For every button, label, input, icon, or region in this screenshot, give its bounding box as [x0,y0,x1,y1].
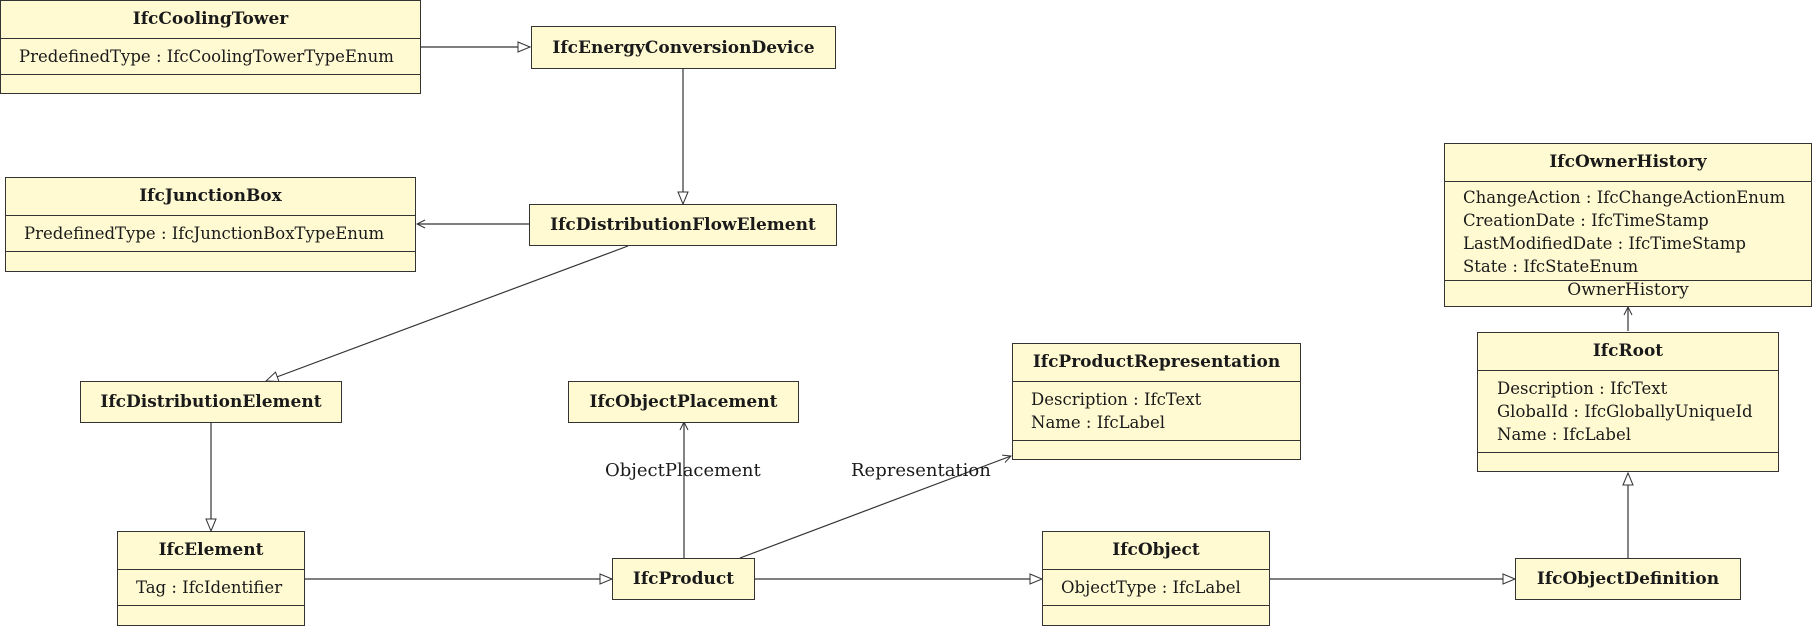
class-name: IfcDistributionElement [100,392,322,412]
association-representation [739,456,1011,559]
attribute: Name : IfcLabel [1497,425,1631,444]
class-operations [1,74,420,93]
class-ifcownerhistory: IfcOwnerHistory ChangeAction : IfcChange… [1444,143,1812,307]
attribute: CreationDate : IfcTimeStamp [1463,211,1709,230]
class-ifcobjectplacement: IfcObjectPlacement [568,381,799,423]
class-ifcobjectdefinition: IfcObjectDefinition [1515,558,1741,600]
class-ifcroot: IfcRoot Description : IfcText GlobalId :… [1477,332,1779,472]
class-name: IfcProductRepresentation [1032,352,1281,372]
class-operations [1013,440,1300,459]
class-ifcdistributionflowelement: IfcDistributionFlowElement [529,204,837,246]
class-ifccoolingtower: IfcCoolingTower PredefinedType : IfcCool… [0,0,421,94]
attribute: ChangeAction : IfcChangeActionEnum [1463,188,1786,207]
association-label-objectplacement: ObjectPlacement [605,460,761,481]
class-name: IfcOwnerHistory [1549,152,1707,172]
class-attributes: ChangeAction : IfcChangeActionEnum Creat… [1445,181,1811,280]
attribute: State : IfcStateEnum [1463,257,1639,276]
attribute: Name : IfcLabel [1031,413,1165,432]
class-attributes: Description : IfcText Name : IfcLabel [1013,381,1300,440]
class-operations [6,251,415,270]
class-operations [1478,452,1778,471]
class-name: IfcJunctionBox [139,186,282,206]
class-name: IfcElement [158,540,264,560]
attribute: Description : IfcText [1031,390,1202,409]
class-name: IfcEnergyConversionDevice [552,37,815,58]
class-ifcjunctionbox: IfcJunctionBox PredefinedType : IfcJunct… [5,177,416,272]
attribute: GlobalId : IfcGloballyUniqueId [1497,402,1753,421]
class-attributes: Tag : IfcIdentifier [118,569,304,605]
class-ifcproductrepresentation: IfcProductRepresentation Description : I… [1012,343,1301,460]
class-ifcdistributionelement: IfcDistributionElement [80,381,342,423]
class-attributes: Description : IfcText GlobalId : IfcGlob… [1478,370,1778,452]
attribute: PredefinedType : IfcJunctionBoxTypeEnum [24,224,385,243]
attribute: Description : IfcText [1497,379,1668,398]
class-name: IfcRoot [1592,341,1664,361]
class-name: IfcObjectDefinition [1536,569,1720,589]
class-ifcobject: IfcObject ObjectType : IfcLabel [1042,531,1270,626]
generalization-distributionflow-to-distributionelement [266,245,629,381]
class-operations [1043,605,1269,624]
class-ifcproduct: IfcProduct [612,558,755,600]
class-operations [118,605,304,624]
attribute: LastModifiedDate : IfcTimeStamp [1463,234,1746,253]
class-ifcelement: IfcElement Tag : IfcIdentifier [117,531,305,626]
class-attributes: ObjectType : IfcLabel [1043,569,1269,605]
class-ifcenergyconversiondevice: IfcEnergyConversionDevice [531,26,836,69]
attribute: PredefinedType : IfcCoolingTowerTypeEnum [19,47,394,66]
association-label-representation: Representation [851,460,991,481]
attribute: ObjectType : IfcLabel [1061,578,1241,597]
class-name: IfcDistributionFlowElement [550,215,816,235]
class-attributes: PredefinedType : IfcJunctionBoxTypeEnum [6,215,415,251]
class-name: IfcProduct [632,569,735,589]
class-name: IfcCoolingTower [132,9,289,29]
class-attributes: PredefinedType : IfcCoolingTowerTypeEnum [1,38,420,74]
class-name: IfcObject [1112,540,1200,560]
class-name: IfcObjectPlacement [589,392,778,412]
association-label-ownerhistory: OwnerHistory [1445,280,1811,299]
attribute: Tag : IfcIdentifier [136,578,283,597]
